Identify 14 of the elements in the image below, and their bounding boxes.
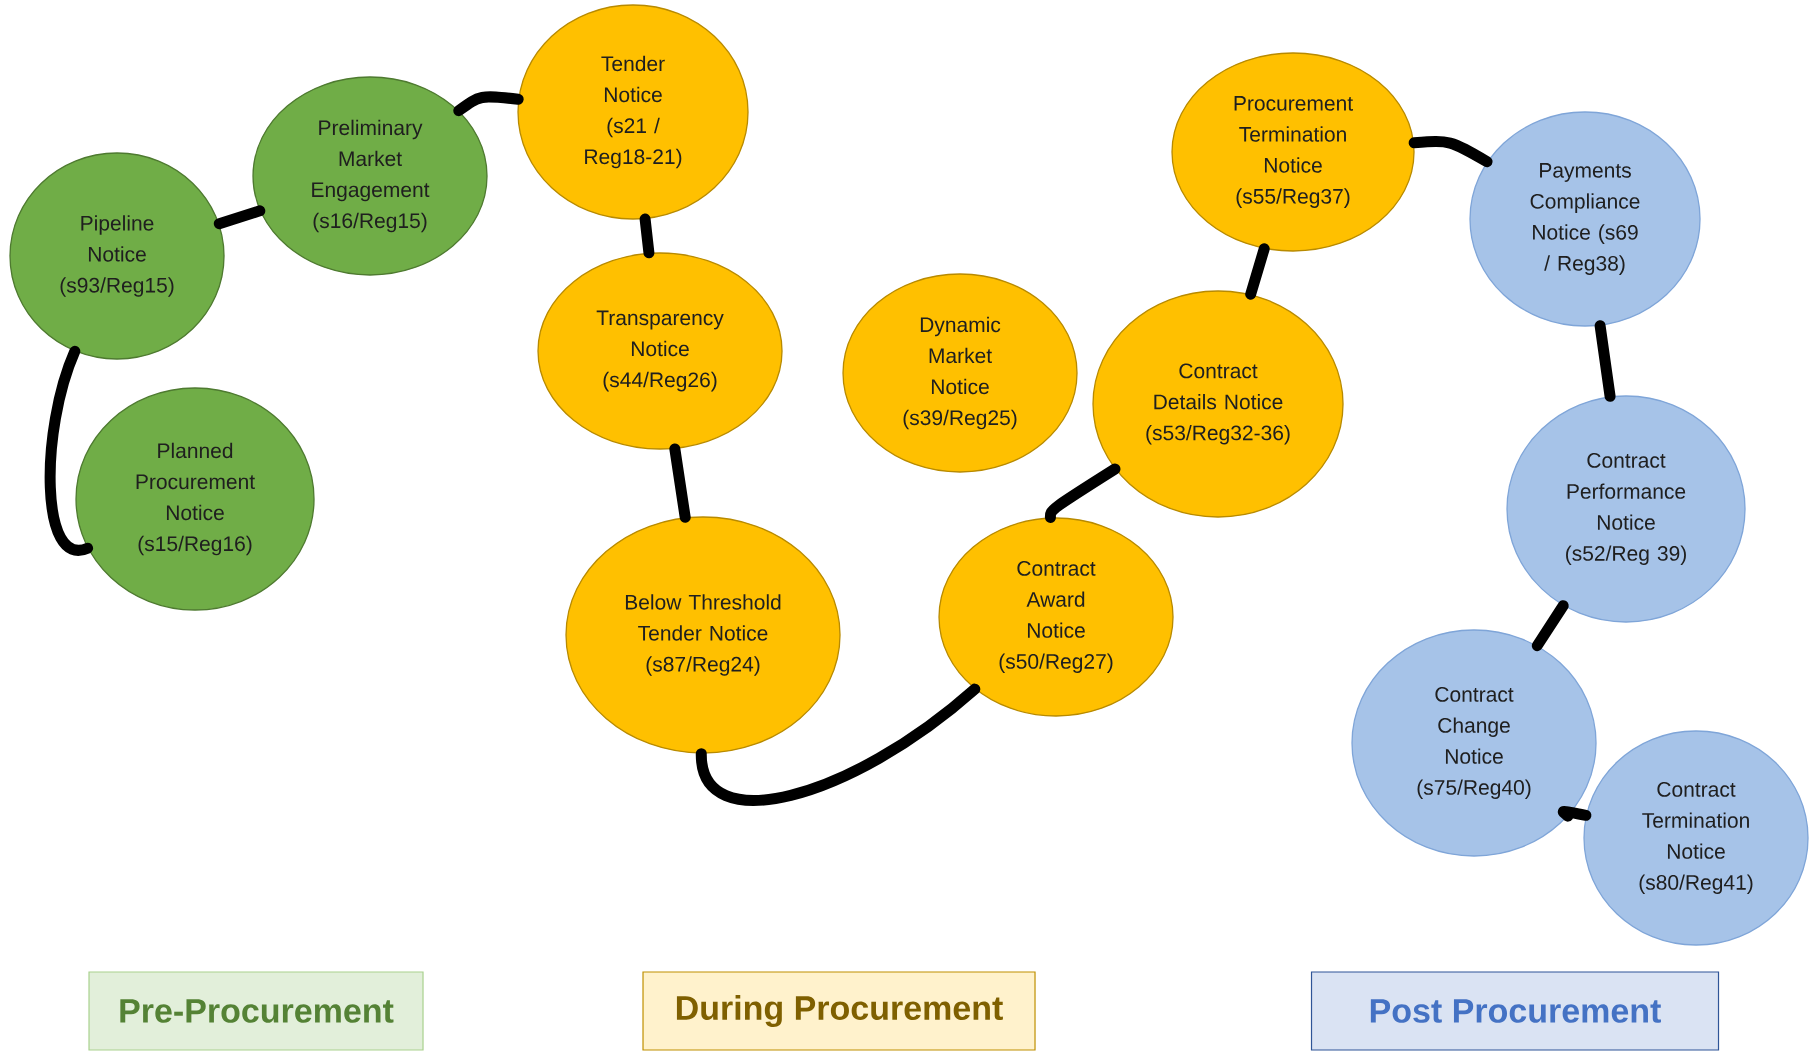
connector-line [1044, 463, 1121, 523]
connector-line [1531, 600, 1569, 652]
connector-line [44, 345, 94, 556]
connector-line [1557, 805, 1592, 822]
connector-line [213, 205, 266, 230]
connector-line [669, 443, 691, 523]
connector-line [1408, 136, 1493, 168]
phase-box: Pre-Procurement [88, 971, 424, 1051]
connector-line [1594, 320, 1616, 402]
connector-line [1245, 243, 1270, 300]
connector-line [639, 213, 655, 259]
phase-box: Post Procurement [1310, 971, 1720, 1051]
phase-box: During Procurement [642, 971, 1036, 1051]
connector-line [453, 91, 524, 117]
